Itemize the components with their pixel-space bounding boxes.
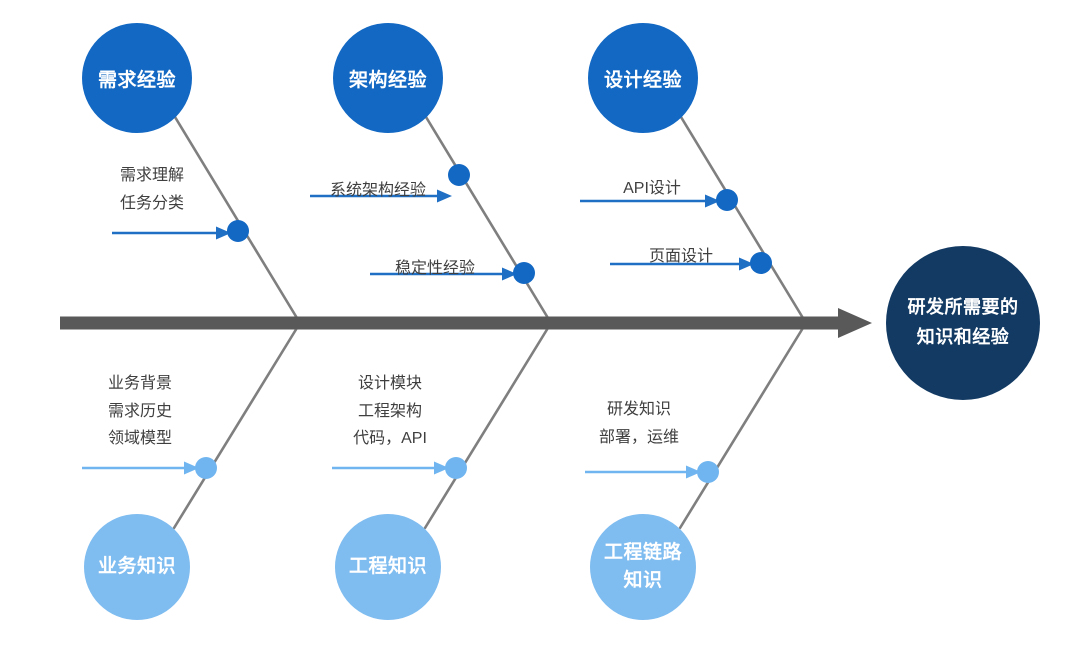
- spine-arrow: [60, 308, 872, 338]
- top-cause-circle-1[interactable]: 架构经验: [333, 23, 443, 133]
- bottom-2-sub-0-arrow-head: [686, 465, 701, 479]
- bone-line-5: [678, 321, 808, 530]
- label-line: 代码，API: [353, 430, 427, 448]
- bone-line-2: [679, 115, 808, 325]
- top-2-sub-1-label: 页面设计: [561, 243, 801, 271]
- top-2-sub-0-dot: [716, 189, 738, 211]
- label-line: 设计模块: [357, 375, 422, 392]
- top-2-sub-1-arrow-head: [739, 257, 754, 271]
- effect-head-circle[interactable]: 研发所需要的知识和经验: [886, 246, 1040, 400]
- bottom-0-sub-0-dot: [195, 457, 217, 479]
- bottom-1-sub-0-dot: [445, 457, 467, 479]
- label-line: 稳定性经验: [394, 260, 475, 277]
- label-line: API设计: [623, 180, 681, 197]
- bottom-1-sub-0-label: 设计模块工程架构代码，API: [270, 370, 510, 453]
- node-label-line: 研发所需要的: [907, 297, 1019, 318]
- top-1-sub-0-dot: [448, 164, 470, 186]
- label-line: 需求理解: [119, 167, 184, 184]
- label-line: 部署，运维: [598, 428, 679, 446]
- bottom-0-sub-0-label: 业务背景需求历史领域模型: [20, 370, 260, 453]
- node-label-line: 架构经验: [348, 69, 427, 91]
- node-label-line: 工程知识: [348, 556, 427, 578]
- label-line: 领域模型: [107, 430, 172, 448]
- spine-arrow-group: [60, 308, 872, 338]
- bone-line-4: [423, 321, 553, 530]
- node-label-line: 业务知识: [97, 556, 176, 578]
- bone-line-1: [424, 115, 553, 325]
- bottom-2-sub-0-dot: [697, 461, 719, 483]
- bone-lines-group: [172, 115, 808, 530]
- node-label-line: 设计经验: [603, 69, 682, 91]
- top-0-sub-0-label: 需求理解任务分类: [32, 162, 272, 217]
- top-2-sub-1-dot: [750, 252, 772, 274]
- top-0-sub-0-dot: [227, 220, 249, 242]
- label-line: 研发知识: [606, 401, 671, 418]
- bone-line-3: [172, 321, 302, 530]
- label-line: 工程架构: [357, 402, 422, 420]
- label-line: 任务分类: [119, 194, 184, 212]
- node-label-line: 知识和经验: [916, 327, 1010, 347]
- label-line: 需求历史: [107, 402, 172, 420]
- top-0-sub-0-arrow-head: [216, 226, 231, 240]
- top-1-sub-1-arrow-head: [502, 267, 517, 281]
- bone-line-0: [173, 115, 302, 325]
- label-line: 系统架构经验: [329, 182, 426, 199]
- bottom-cause-circle-0[interactable]: 业务知识: [84, 514, 190, 620]
- bottom-cause-circle-1[interactable]: 工程知识: [335, 514, 441, 620]
- bottom-0-sub-0-arrow-head: [184, 461, 199, 475]
- top-1-sub-0-label: 系统架构经验: [258, 177, 498, 205]
- top-1-sub-1-label: 稳定性经验: [315, 255, 555, 283]
- bottom-1-sub-0-arrow-head: [434, 461, 449, 475]
- top-cause-circle-2[interactable]: 设计经验: [588, 23, 698, 133]
- label-line: 页面设计: [648, 248, 713, 265]
- sub-cause-dots-group: [195, 164, 772, 483]
- bottom-2-sub-0-label: 研发知识部署，运维: [519, 396, 759, 451]
- label-line: 业务背景: [107, 375, 172, 392]
- top-2-sub-0-arrow-head: [705, 194, 720, 208]
- bottom-cause-circle-2[interactable]: 工程链路知识: [590, 514, 696, 620]
- top-1-sub-0-arrow-head: [437, 189, 452, 203]
- node-label-line: 知识: [623, 570, 663, 591]
- node-label-line: 需求经验: [97, 69, 176, 91]
- node-label-line: 工程链路: [603, 542, 682, 564]
- top-cause-circle-0[interactable]: 需求经验: [82, 23, 192, 133]
- sub-cause-arrows-group: [82, 189, 754, 479]
- top-2-sub-0-label: API设计: [532, 175, 772, 203]
- top-1-sub-1-dot: [513, 262, 535, 284]
